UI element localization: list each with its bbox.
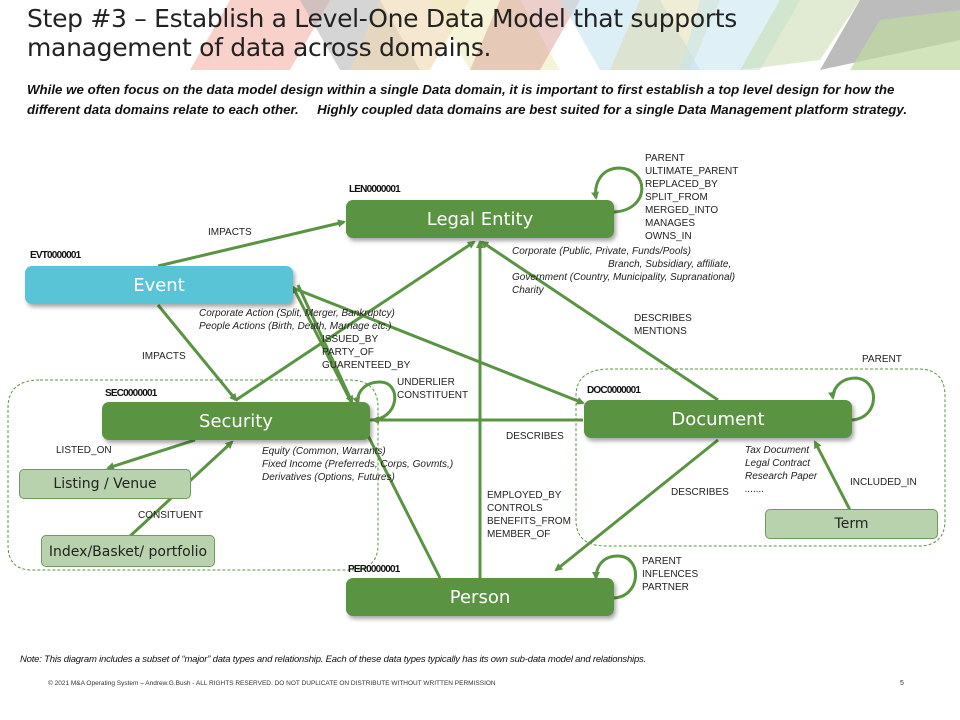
listing-venue-node[interactable]: Listing / Venue xyxy=(19,469,191,499)
legal-entity-code: LEN0000001 xyxy=(349,184,401,195)
event-label: Event xyxy=(133,274,185,296)
description-line: Tax Document xyxy=(745,445,810,456)
term-label: Term xyxy=(834,516,869,532)
relation-label: MEMBER_OF xyxy=(487,529,551,540)
person-label: Person xyxy=(449,586,511,608)
description-line: Government (Country, Municipality, Supra… xyxy=(512,272,736,283)
legal-entity-description: Corporate (Public, Private, Funds/Pools)… xyxy=(512,245,735,297)
relation-label: MENTIONS xyxy=(634,326,687,337)
person-legal-relations: EMPLOYED_BY CONTROLS BENEFITS_FROM MEMBE… xyxy=(487,489,571,541)
document-label: Document xyxy=(671,408,765,430)
banner-graphic xyxy=(0,0,960,70)
document-code: DOC0000001 xyxy=(587,385,641,396)
relation-label: EMPLOYED_BY xyxy=(487,490,562,501)
edge-event-security xyxy=(156,304,238,402)
title-line-1: Step #3 – Establish a Level-One Data Mod… xyxy=(27,4,738,33)
legal-entity-self-relations: PARENT ULTIMATE_PARENT REPLACED_BY SPLIT… xyxy=(645,152,738,243)
included-in-relation: INCLUDED_IN xyxy=(850,477,917,488)
intro-text: While we often focus on the data model d… xyxy=(27,82,908,117)
listing-venue-label: Listing / Venue xyxy=(53,476,157,492)
description-line: Research Paper xyxy=(745,471,818,482)
relation-label: INFLENCES xyxy=(642,569,699,580)
description-line: Branch, Subsidiary, affiliate, xyxy=(608,259,732,270)
edge-term-document xyxy=(813,440,852,511)
document-node[interactable]: Document xyxy=(584,400,852,438)
relation-label: SPLIT_FROM xyxy=(645,192,708,203)
relation-label: CONSTITUENT xyxy=(397,390,469,401)
event-legal-relation: IMPACTS xyxy=(208,227,252,238)
event-node[interactable]: Event xyxy=(25,266,293,304)
document-legal-relations: DESCRIBES MENTIONS xyxy=(634,312,692,338)
security-node[interactable]: Security xyxy=(102,402,370,440)
legal-entity-node[interactable]: Legal Entity xyxy=(346,200,614,238)
edge-event-security-2 xyxy=(296,284,354,404)
description-line: Fixed Income (Preferreds, Corps, Govmts,… xyxy=(262,459,454,470)
edge-security-legal xyxy=(235,240,476,402)
relation-label: PARENT xyxy=(642,556,682,567)
relation-label: BENEFITS_FROM xyxy=(487,516,571,527)
document-group-boundary xyxy=(575,368,946,547)
relation-label: PARTY_OF xyxy=(322,347,374,358)
header-banner xyxy=(0,0,960,70)
description-line: People Actions (Birth, Death, Marriage e… xyxy=(199,321,392,332)
person-node[interactable]: Person xyxy=(346,578,614,616)
loop-legal-entity xyxy=(591,166,644,214)
description-line: Corporate Action (Split, Merger, Bankrup… xyxy=(199,308,395,319)
document-security-relation: DESCRIBES xyxy=(506,431,564,442)
copyright-footer: © 2021 M&A Operating System – Andrew.G.B… xyxy=(48,680,496,687)
description-line: Charity xyxy=(512,285,544,296)
relation-label: REPLACED_BY xyxy=(645,179,718,190)
index-basket-label: Index/Basket/ portfolio xyxy=(48,543,208,560)
title-line-2: management of data across domains. xyxy=(27,33,492,62)
edge-security-listing xyxy=(106,438,196,470)
page-number: 5 xyxy=(900,680,904,687)
relation-label: OWNS_IN xyxy=(645,231,692,242)
description-line: Corporate (Public, Private, Funds/Pools) xyxy=(512,246,691,257)
index-basket-node[interactable]: Index/Basket/ portfolio xyxy=(41,535,215,567)
relation-label: MANAGES xyxy=(645,218,696,229)
legal-entity-label: Legal Entity xyxy=(426,208,534,230)
diagram-note: Note: This diagram includes a subset of … xyxy=(20,654,647,665)
relation-label: ULTIMATE_PARENT xyxy=(645,166,739,177)
relation-label: DESCRIBES xyxy=(634,313,692,324)
edge-event-legal xyxy=(157,219,346,268)
relation-label: CONTROLS xyxy=(487,503,543,514)
security-label: Security xyxy=(199,410,273,432)
description-line: ....... xyxy=(745,484,765,495)
person-self-relations: PARENT INFLENCES PARTNER xyxy=(642,555,698,594)
term-node[interactable]: Term xyxy=(765,509,938,539)
description-line: Derivatives (Options, Futures) xyxy=(262,472,395,483)
relation-label: PARTNER xyxy=(642,582,689,593)
event-description: Corporate Action (Split, Merger, Bankrup… xyxy=(199,307,395,333)
relation-label: PARENT xyxy=(645,153,685,164)
event-security-relation: IMPACTS xyxy=(142,351,186,362)
loop-person xyxy=(592,554,637,600)
event-code: EVT0000001 xyxy=(30,250,81,261)
relation-label: UNDERLIER xyxy=(397,377,455,388)
relation-label: GUARENTEED_BY xyxy=(322,360,411,371)
description-line: Equity (Common, Warrants) xyxy=(262,446,386,457)
description-line: Legal Contract xyxy=(745,458,811,469)
security-description: Equity (Common, Warrants) Fixed Income (… xyxy=(262,445,453,484)
constituent-relation: CONSITUENT xyxy=(138,510,203,521)
relation-label: ISSUED_BY xyxy=(322,334,379,345)
listed-on-relation: LISTED_ON xyxy=(56,445,112,456)
loop-security xyxy=(352,380,397,422)
document-self-relation: PARENT xyxy=(862,354,902,365)
document-person-relation: DESCRIBES xyxy=(671,487,729,498)
edge-document-legal xyxy=(480,240,719,402)
relation-label: MERGED_INTO xyxy=(645,205,719,216)
security-code: SEC0000001 xyxy=(105,388,157,399)
edge-event-document xyxy=(292,286,585,405)
slide-title: Step #3 – Establish a Level-One Data Mod… xyxy=(27,4,737,62)
security-legal-relations: ISSUED_BY PARTY_OF GUARENTEED_BY xyxy=(322,333,410,372)
document-description: Tax Document Legal Contract Research Pap… xyxy=(745,444,817,496)
security-self-relations: UNDERLIER CONSTITUENT xyxy=(397,376,468,402)
edge-document-person xyxy=(554,438,719,572)
loop-document xyxy=(828,376,875,422)
person-code: PER0000001 xyxy=(348,564,400,575)
